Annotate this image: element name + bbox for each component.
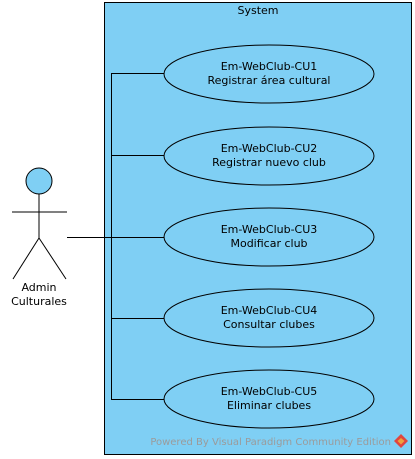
actor-admin-culturales[interactable]: Admin Culturales [11, 167, 67, 308]
watermark-text: Powered By Visual Paradigm Community Edi… [150, 437, 391, 448]
use-case-name: Consultar clubes [223, 318, 315, 331]
use-case-ellipse [163, 207, 375, 267]
use-case-ellipse [163, 288, 375, 348]
watermark: Powered By Visual Paradigm Community Edi… [150, 434, 408, 448]
use-case-cu2[interactable]: Em-WebClub-CU2 Registrar nuevo club [163, 126, 375, 186]
visual-paradigm-logo-icon [394, 434, 408, 448]
use-case-ellipse [163, 44, 375, 104]
use-case-ellipse [163, 369, 375, 429]
system-title: System [237, 4, 278, 17]
use-case-name: Registrar nuevo club [212, 156, 326, 169]
use-case-name: Modificar club [230, 237, 307, 250]
association-lines [67, 73, 164, 400]
actor-name-line2: Culturales [11, 295, 67, 308]
use-case-name: Eliminar clubes [227, 399, 311, 412]
use-case-id: Em-WebClub-CU2 [221, 142, 318, 155]
use-case-id: Em-WebClub-CU4 [221, 304, 318, 317]
use-case-ellipse [163, 126, 375, 186]
use-case-cu1[interactable]: Em-WebClub-CU1 Registrar área cultural [163, 44, 375, 104]
use-case-cu4[interactable]: Em-WebClub-CU4 Consultar clubes [163, 288, 375, 348]
use-case-name: Registrar área cultural [208, 74, 331, 87]
use-case-id: Em-WebClub-CU5 [221, 385, 318, 398]
use-case-cu5[interactable]: Em-WebClub-CU5 Eliminar clubes [163, 369, 375, 429]
use-case-cu3[interactable]: Em-WebClub-CU3 Modificar club [163, 207, 375, 267]
actor-name-line1: Admin [21, 281, 56, 294]
actor-stick-figure-icon [12, 167, 67, 280]
use-case-id: Em-WebClub-CU1 [221, 60, 318, 73]
use-case-id: Em-WebClub-CU3 [221, 223, 318, 236]
